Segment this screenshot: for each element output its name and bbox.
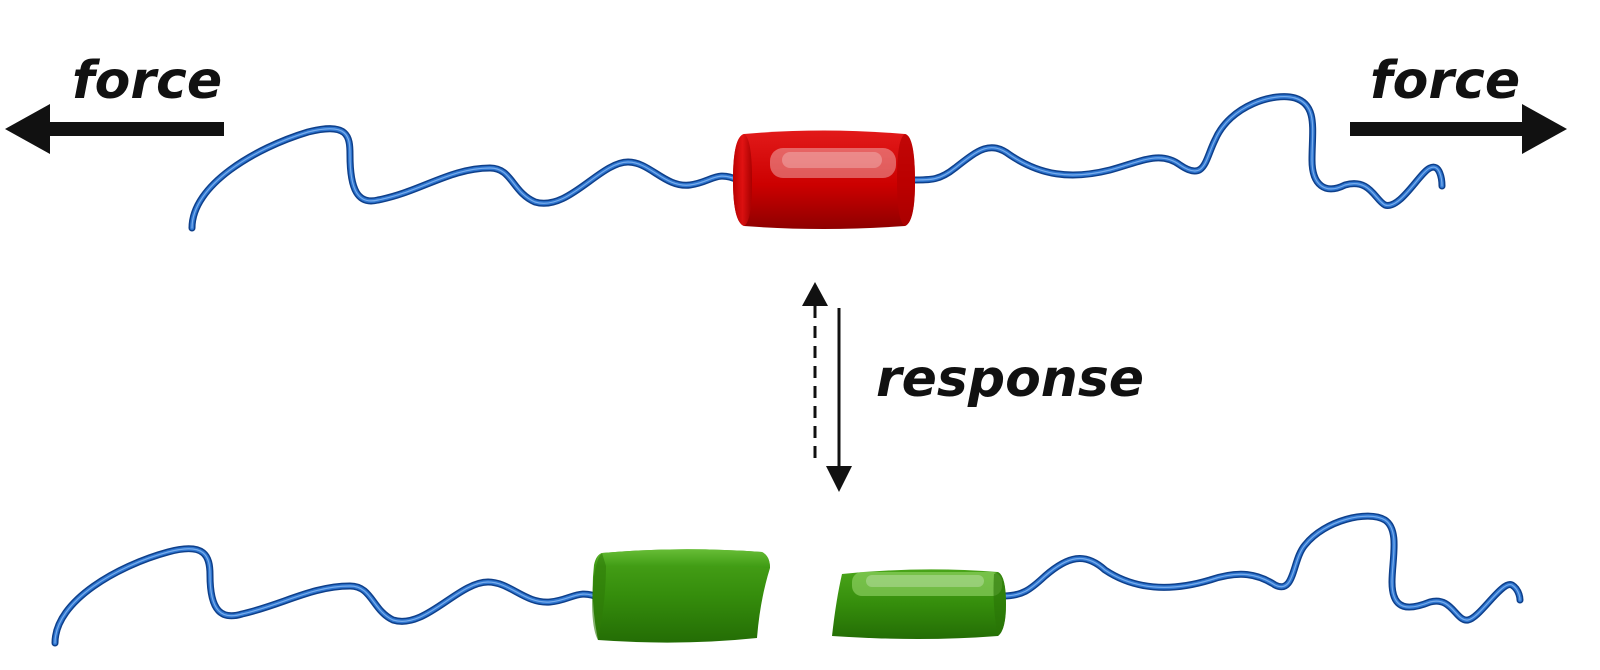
response-label: response <box>876 349 1144 409</box>
arrow-right-icon <box>1350 104 1567 154</box>
cleaved-molecule <box>51 512 1524 647</box>
left-green-fragment <box>592 549 770 643</box>
left-fragment-chain <box>51 545 604 647</box>
intact-molecule <box>188 93 1446 232</box>
force-label-left: force <box>72 51 222 111</box>
right-fragment-chain <box>999 512 1524 624</box>
left-tether-chain <box>188 125 742 232</box>
red-folded-domain <box>733 130 915 229</box>
arrow-left-icon <box>5 104 224 154</box>
force-label-right: force <box>1370 51 1520 111</box>
double-arrow-icon <box>802 282 852 492</box>
right-tether-chain <box>908 93 1446 209</box>
right-green-fragment <box>832 569 1006 639</box>
